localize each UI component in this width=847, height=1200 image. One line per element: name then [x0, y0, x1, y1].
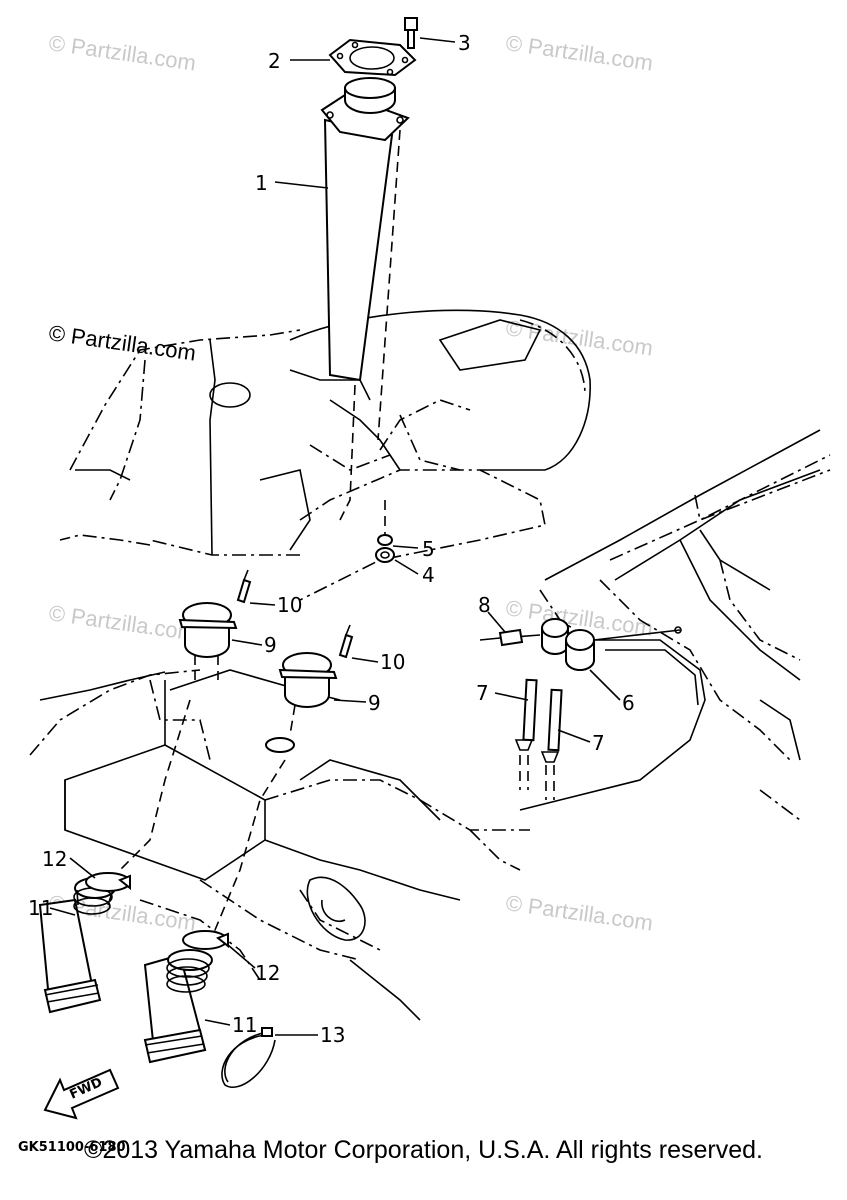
fwd-arrow-icon: FWD [43, 1068, 120, 1120]
hull-lower [29, 669, 530, 1021]
watermark: © Partzilla.com [504, 890, 654, 935]
callout-10-left: 10 [277, 593, 302, 617]
watermark: © Partzilla.com [47, 600, 197, 645]
callout-7-left: 7 [476, 681, 489, 705]
callout-10-right: 10 [380, 650, 405, 674]
leader-lines [49, 37, 621, 1036]
callout-13: 13 [320, 1023, 345, 1047]
diagram-code: GK51100-6180 [18, 1140, 126, 1155]
callout-4: 4 [422, 563, 435, 587]
watermark-dark: © Partzilla.com [47, 320, 197, 365]
copyright-notice: ©2013 Yamaha Motor Corporation, U.S.A. A… [84, 1136, 763, 1164]
nut-washer [375, 500, 395, 563]
fuel-fittings [479, 618, 682, 800]
watermark: © Partzilla.com [47, 30, 197, 75]
callout-9-right: 9 [368, 691, 381, 715]
callout-2: 2 [268, 49, 281, 73]
hose-left [38, 877, 116, 1014]
callout-11-right: 11 [232, 1013, 257, 1037]
callout-3: 3 [458, 31, 471, 55]
callout-6: 6 [622, 691, 635, 715]
gasket [328, 38, 417, 77]
callout-11-left: 11 [28, 896, 53, 920]
watermark: © Partzilla.com [504, 30, 654, 75]
callout-12-right: 12 [255, 961, 280, 985]
pump-right [265, 652, 338, 753]
sensors [236, 569, 354, 659]
hull-right [519, 429, 831, 821]
pump-left [178, 602, 238, 680]
clamps [85, 872, 229, 950]
callout-5: 5 [422, 537, 435, 561]
hull-upper [59, 309, 591, 601]
assembly-lines [119, 699, 286, 931]
callout-9-left: 9 [264, 633, 277, 657]
bolt [404, 17, 418, 49]
callout-12-left: 12 [42, 847, 67, 871]
callout-7-right: 7 [592, 731, 605, 755]
callout-8: 8 [478, 593, 491, 617]
callout-1: 1 [255, 171, 268, 195]
filler-pipe [320, 77, 410, 521]
hose-right [143, 949, 213, 1064]
band [221, 1027, 276, 1088]
